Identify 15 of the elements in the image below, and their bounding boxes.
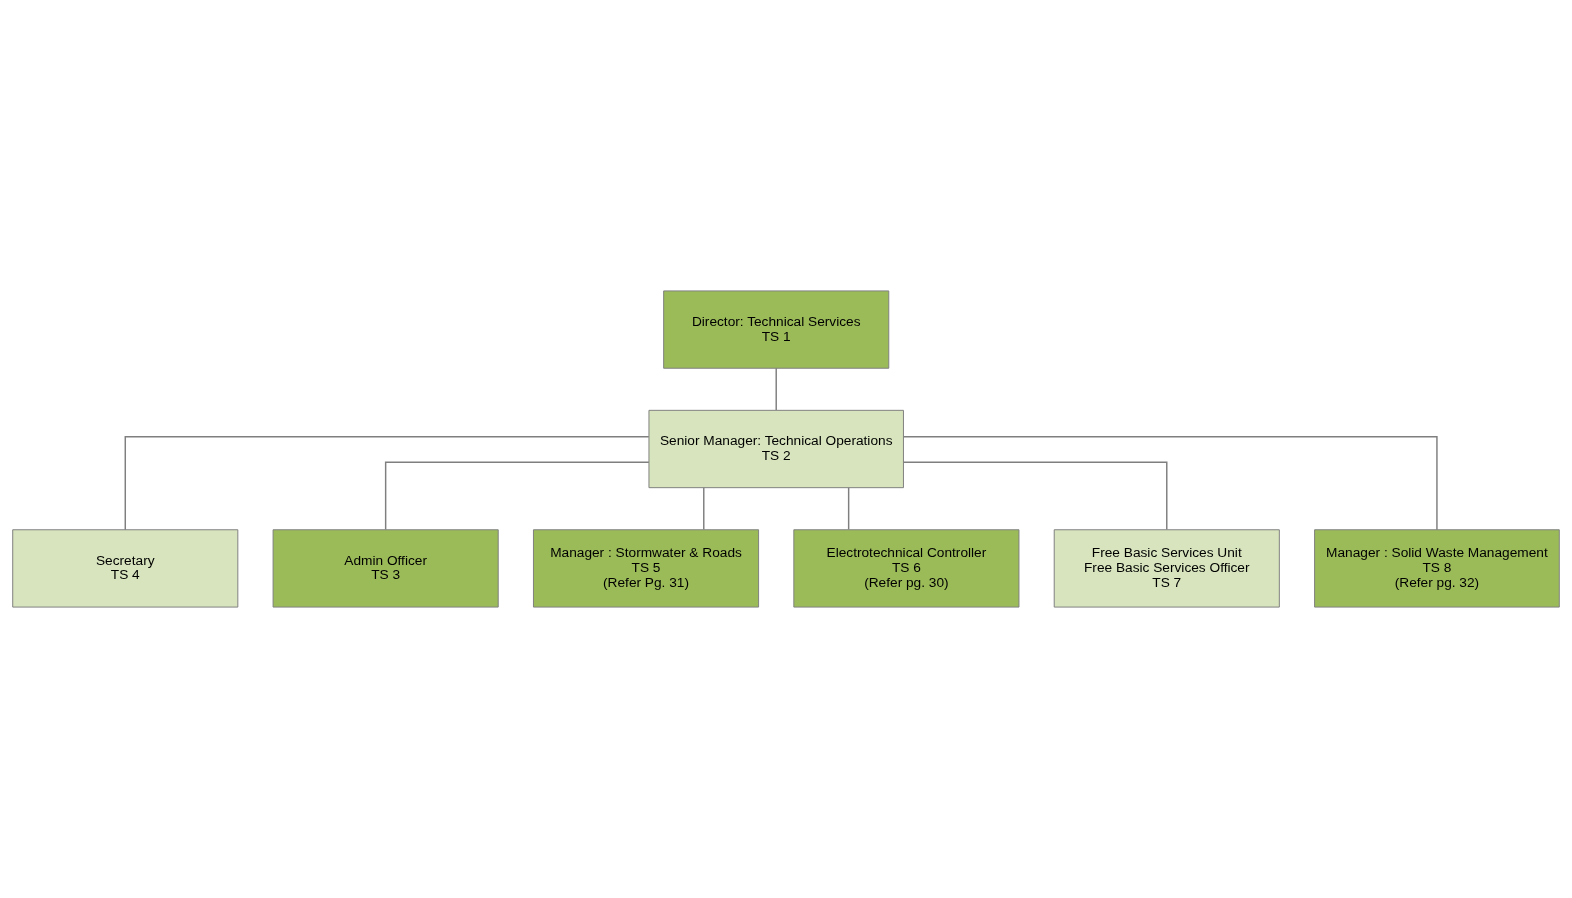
node-box: Manager : Solid Waste Management TS 8 (Refer pg. 32)	[1314, 529, 1560, 608]
connector	[902, 461, 1168, 531]
node-box: Admin Officer TS 3	[272, 529, 499, 608]
node-box: Manager : Stormwater & Roads TS 5 (Refer Pg. 31)	[532, 529, 760, 608]
connector	[703, 487, 705, 531]
connector	[775, 367, 777, 411]
node-box: Electrotechnical Controller TS 6 (Refer pg. 30)	[793, 529, 1020, 608]
connector	[847, 487, 850, 531]
node-box: Secretary TS 4	[12, 529, 239, 608]
connector	[902, 436, 1438, 531]
node-box: Senior Manager: Technical Operations TS 2	[648, 409, 904, 489]
node-box: Free Basic Services Unit Free Basic Services Officer TS 7	[1053, 529, 1280, 608]
connector	[124, 436, 650, 531]
connector	[384, 461, 650, 531]
node-box: Director: Technical Services TS 1	[663, 290, 890, 369]
